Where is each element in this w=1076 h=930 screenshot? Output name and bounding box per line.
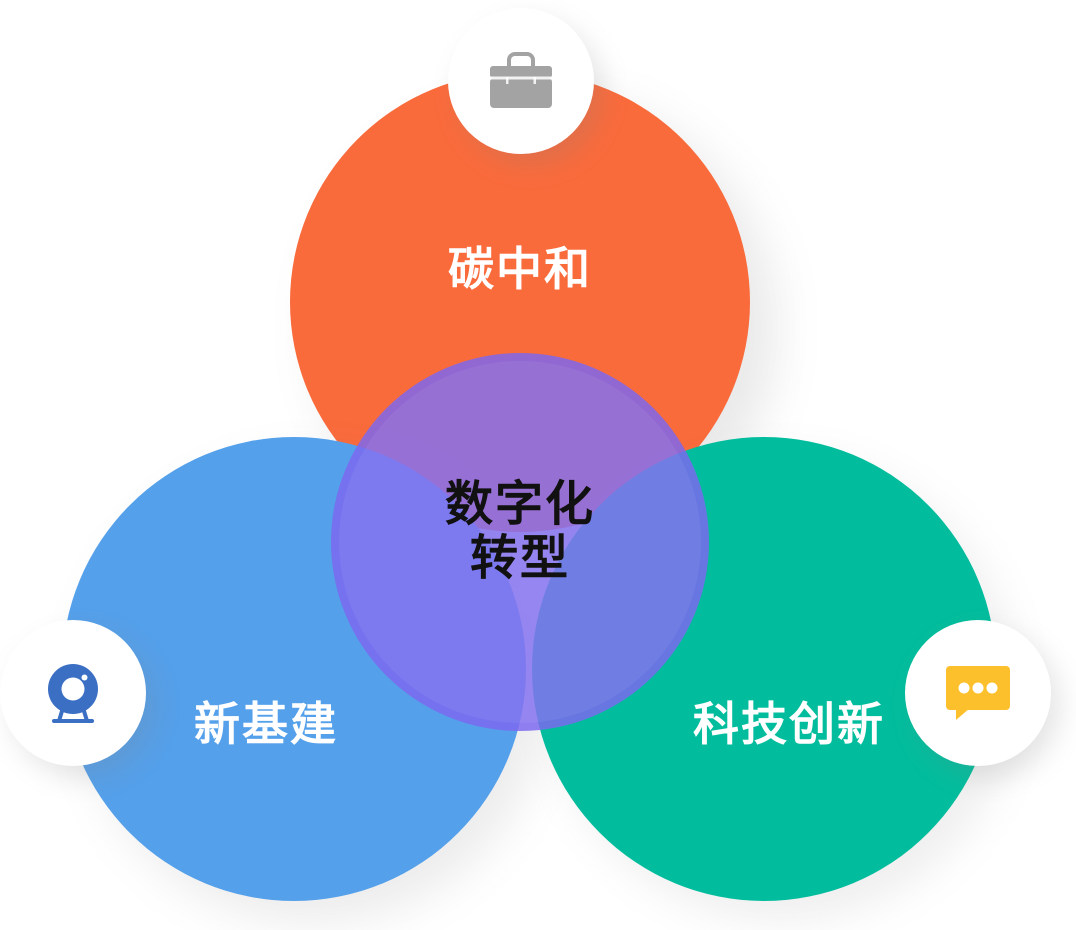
icon-badge-chat[interactable] (905, 620, 1051, 766)
venn-label-infrastructure: 新基建 (194, 698, 338, 750)
venn-label-technology: 科技创新 (693, 698, 885, 750)
icon-badge-webcam[interactable] (0, 620, 146, 766)
webcam-icon (40, 660, 106, 726)
venn-label-digital-line2: 转型 (469, 532, 570, 585)
icon-badge-toolbox[interactable] (448, 8, 594, 154)
chat-bubble-icon (944, 664, 1012, 722)
venn-label-digital-line1: 数字化 (444, 478, 595, 532)
venn-circle-digital[interactable]: 数字化 转型 (331, 353, 709, 731)
toolbox-icon (487, 50, 555, 112)
venn-label-carbon: 碳中和 (448, 243, 592, 295)
venn-label-digital: 数字化 转型 (445, 478, 595, 586)
